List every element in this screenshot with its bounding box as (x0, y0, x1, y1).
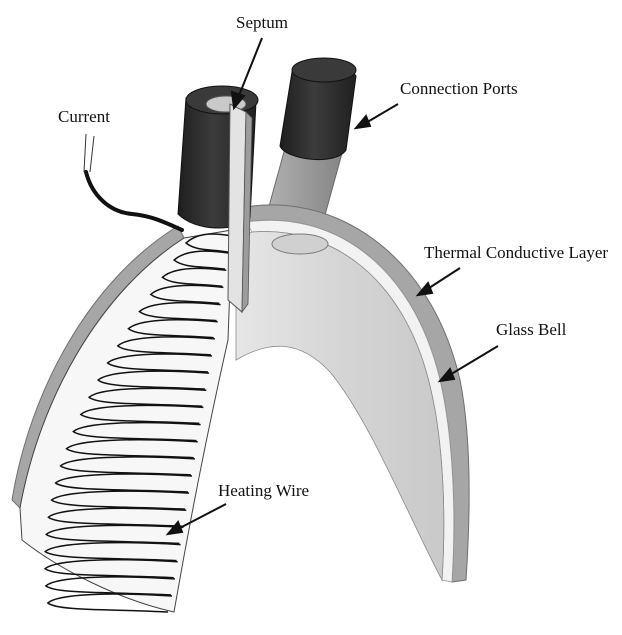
connection-ports-label: Connection Ports (400, 80, 518, 97)
connection-port-cap-top (292, 58, 356, 82)
connection-ports-arrowhead (356, 116, 370, 128)
septum-label: Septum (236, 14, 288, 31)
current-label: Current (58, 108, 110, 125)
heating-wire-label: Heating Wire (218, 482, 309, 499)
connection-port-opening (272, 234, 328, 254)
septum-leader (238, 38, 262, 98)
current-cable-leads (84, 134, 94, 172)
current-cable (86, 172, 182, 230)
glass-bell-label: Glass Bell (496, 321, 566, 338)
thermal-conductive-layer-label: Thermal Conductive Layer (424, 244, 608, 261)
thermal-layer-leader (426, 268, 460, 290)
connection-port (268, 58, 356, 226)
connection-ports-leader (364, 104, 398, 124)
